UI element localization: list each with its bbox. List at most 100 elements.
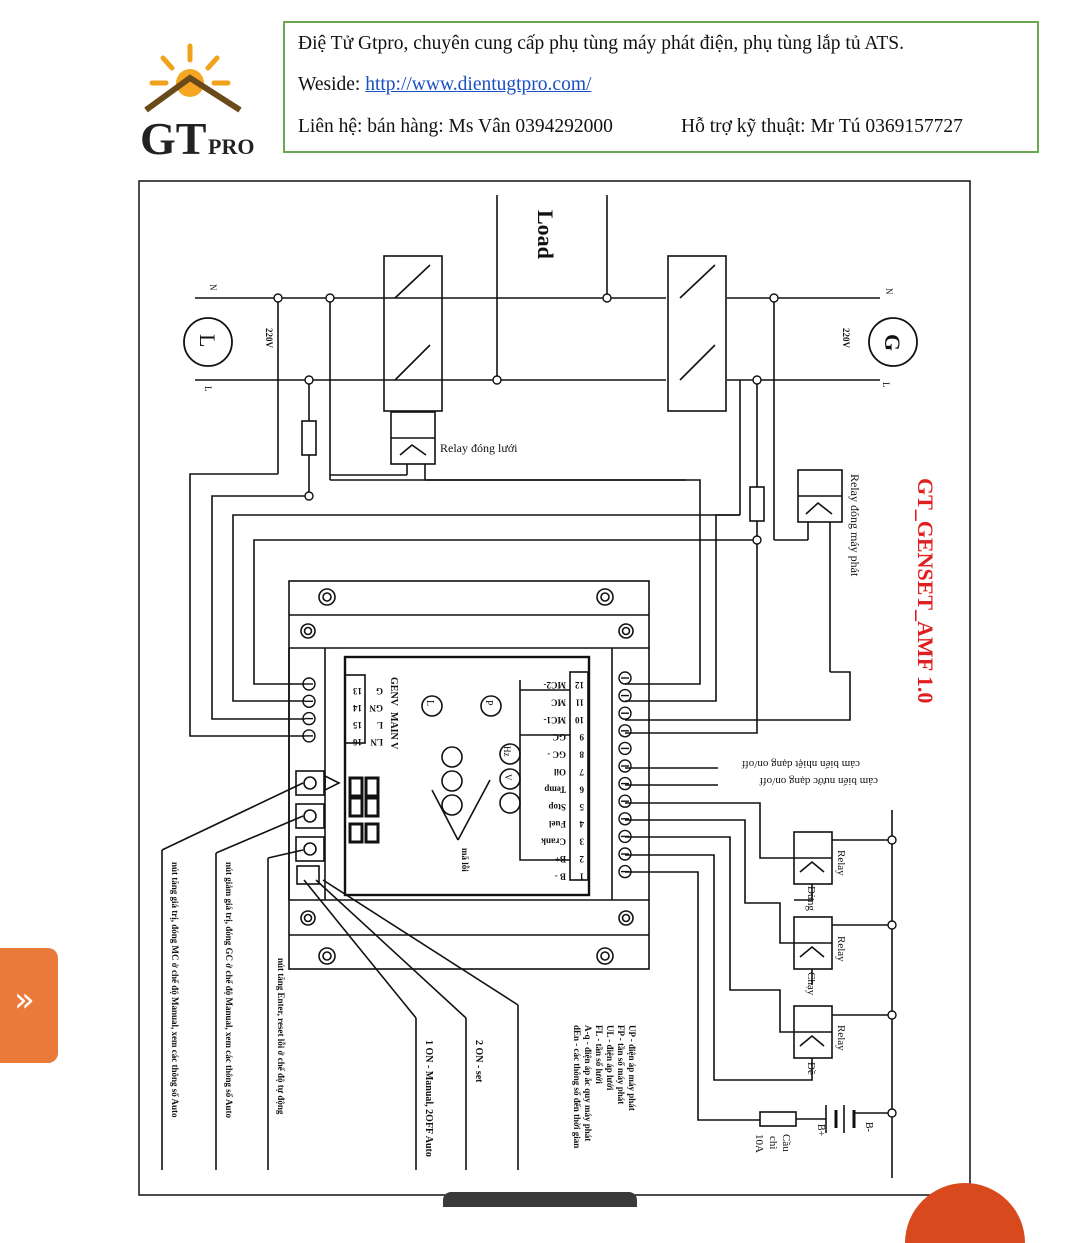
terminal-number: 13 (353, 686, 363, 696)
website-label: Weside: (298, 74, 366, 95)
l-label-left: L (203, 386, 213, 392)
website-line: Weside: http://www.dientugtpro.com/ (298, 74, 591, 96)
water-sensor-label: cảm biến nước dạng on/off (759, 775, 878, 787)
terminal-number: 3 (579, 837, 584, 847)
terminal-screw (618, 847, 632, 861)
expand-side-panel-button[interactable]: » (0, 948, 58, 1063)
temp-sensor-label: cảm biến nhiệt dạng on/off (741, 758, 860, 770)
bottom-scroll-handle[interactable] (443, 1192, 637, 1207)
button-enter-description: nút tăng Enter, reset lỗi ở chế độ tự độ… (276, 958, 286, 1115)
mainv-label: MAIN V (388, 712, 399, 750)
terminal-name: GC (553, 732, 567, 742)
terminal-number: 6 (579, 784, 584, 794)
terminal-number: 14 (353, 703, 363, 713)
terminal-name: Fuel (549, 819, 566, 829)
relay-mains-label: Relay đóng lưới (440, 441, 518, 455)
legend-item: dEn - các thông số đến thời gian (572, 1025, 582, 1148)
indicator-p-label: P (483, 700, 494, 706)
support-contact: Hỗ trợ kỹ thuật: Mr Tú 0369157727 (681, 116, 963, 137)
indicator-l-label: L (424, 700, 435, 706)
voltage-left: 220V (264, 328, 274, 349)
right-terminal-screws (618, 671, 632, 879)
diagram-title: GT_GENSET_AMF 1.0 (913, 478, 938, 703)
terminal-number: 11 (575, 697, 584, 707)
terminal-name: G (376, 686, 383, 696)
terminal-name: GN (369, 703, 383, 713)
terminal-screw (302, 729, 316, 743)
house-roof-icon (144, 74, 242, 113)
legend-item: FP - tần số máy phát (616, 1025, 626, 1104)
voltage-right: 220V (841, 328, 851, 349)
terminal-name: MC (551, 697, 566, 707)
legend-item: UP - điện áp máy phát (627, 1025, 637, 1111)
relay-stop-label-2: Dừng (805, 886, 817, 911)
button-down-description: nút giảm giá trị, đóng GC ở chế độ Manua… (224, 862, 234, 1118)
terminal-name: Oil (553, 767, 566, 777)
terminal-screw (618, 864, 632, 879)
load-label: Load (533, 210, 558, 259)
gtpro-logo: GT PRO (140, 43, 254, 164)
terminal-number: 2 (579, 854, 584, 864)
terminal-screw (302, 694, 316, 708)
terminal-screw (302, 677, 316, 691)
sun-icon (149, 43, 231, 97)
wiring-diagram: Load L G N L N L 220V 220V Relay đóng lư… (138, 180, 971, 1196)
website-link[interactable]: http://www.dientugtpro.com/ (365, 74, 592, 95)
n-label-right: N (884, 288, 894, 295)
terminal-name: LN (370, 737, 383, 747)
terminal-number: 5 (579, 802, 584, 812)
terminal-number: 15 (353, 720, 363, 730)
v-label: V (503, 774, 513, 781)
terminal-screw (618, 671, 632, 685)
terminal-name: B - (555, 871, 566, 881)
legend-item: UL - điện áp lưới (605, 1025, 615, 1091)
terminal-name: B+ (555, 854, 566, 864)
legend-item: FL - tần số lưới (594, 1025, 604, 1084)
dip1-description: 1 ON - Manual, 2OFF Auto (423, 1040, 434, 1157)
dip2-description: 2 ON - set (473, 1040, 484, 1083)
terminal-screw (618, 706, 632, 720)
fuse-label-1: Cầu (780, 1134, 792, 1152)
mains-source (183, 317, 233, 367)
relay-start-label-1: Relay (835, 1025, 847, 1051)
svg-text:GT: GT (140, 113, 206, 164)
terminal-screw (618, 812, 632, 826)
relay-start-label-2: Đề (805, 1062, 817, 1075)
terminal-screw (302, 711, 316, 726)
terminal-screw (618, 794, 632, 808)
terminal-name: Stop (548, 802, 566, 812)
relay-run-label-2: Chạy (805, 972, 817, 996)
relay-stop-label-1: Relay (835, 850, 847, 876)
mains-symbol: L (195, 334, 220, 347)
terminal-number: 1 (579, 871, 584, 881)
terminal-screw (618, 776, 632, 791)
terminal-name: Crank (541, 837, 566, 847)
fuse-label-3: 10A (753, 1134, 765, 1153)
left-terminal-screws (302, 677, 316, 743)
terminal-screw (618, 759, 632, 773)
junction-dots (273, 293, 897, 1118)
fault-code-label: mã lỗi (460, 848, 470, 872)
terminal-screw (618, 829, 632, 844)
sales-contact: Liên hệ: bán hàng: Ms Vân 0394292000 (298, 116, 613, 137)
terminal-number: 8 (579, 750, 584, 760)
legend-item: A-q - điện áp ắc quy máy phát (583, 1025, 593, 1141)
terminal-name: MC2- (544, 680, 567, 690)
svg-text:PRO: PRO (208, 134, 254, 159)
terminal-number: 9 (579, 732, 584, 742)
battery-minus-label: B- (863, 1122, 874, 1132)
terminal-number: 10 (575, 715, 585, 725)
generator-source (868, 317, 918, 367)
terminal-number: 4 (579, 819, 584, 829)
terminal-name: L (377, 720, 383, 730)
battery-plus-label: B+ (815, 1124, 826, 1137)
l-label-right: L (881, 382, 891, 388)
terminal-number: 7 (579, 767, 584, 777)
terminal-number: 12 (575, 680, 585, 690)
relay-run-label-1: Relay (835, 936, 847, 962)
n-label-left: N (208, 284, 218, 291)
genv-label: GENV (388, 677, 399, 707)
